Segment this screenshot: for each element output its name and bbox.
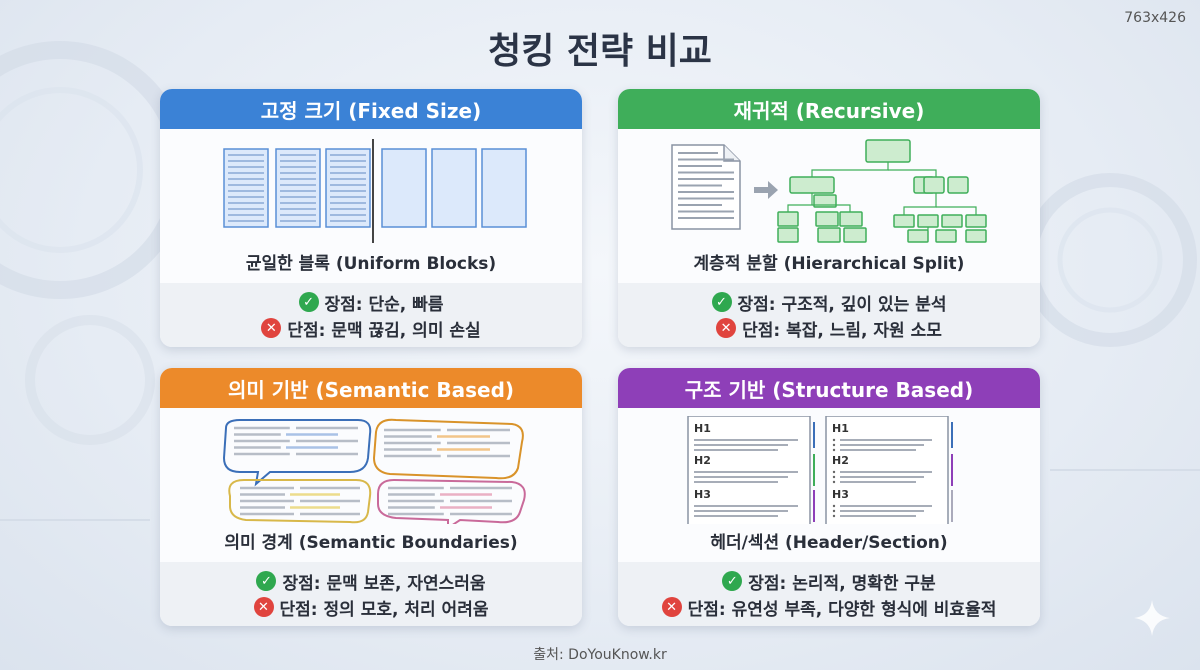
card-subtitle: 균일한 블록 (Uniform Blocks) xyxy=(245,254,497,274)
heading-label-h1: H1 xyxy=(694,422,711,435)
uniform-blocks-illustration xyxy=(223,139,527,243)
bullet xyxy=(832,448,836,452)
block xyxy=(481,148,527,228)
con-line: ✕단점: 문맥 끊김, 의미 손실 xyxy=(160,315,582,341)
card-structure-based: 구조 기반 (Structure Based) H1 H2 H3 H1 H2 H… xyxy=(618,368,1040,626)
heading-label-h2: H2 xyxy=(694,454,711,467)
pro-text: 장점: 논리적, 명확한 구분 xyxy=(748,573,936,594)
con-line: ✕단점: 복잡, 느림, 자원 소모 xyxy=(618,315,1040,341)
heading-label-h3: H3 xyxy=(694,488,711,501)
card-header: 재귀적 (Recursive) xyxy=(618,89,1040,129)
con-line: ✕단점: 정의 모호, 처리 어려움 xyxy=(160,594,582,620)
check-icon: ✓ xyxy=(711,292,732,312)
bullet xyxy=(832,480,836,484)
pro-line: ✓장점: 구조적, 깊이 있는 분석 xyxy=(618,289,1040,315)
pro-line: ✓장점: 논리적, 명확한 구분 xyxy=(618,568,1040,594)
bullet xyxy=(832,438,836,442)
pro-text: 장점: 단순, 빠름 xyxy=(324,294,444,315)
pros-cons: ✓장점: 문맥 보존, 자연스러움 ✕단점: 정의 모호, 처리 어려움 xyxy=(160,562,582,626)
pro-text: 장점: 구조적, 깊이 있는 분석 xyxy=(737,294,947,315)
cross-icon: ✕ xyxy=(261,318,282,338)
card-header: 고정 크기 (Fixed Size) xyxy=(160,89,582,129)
con-text: 단점: 유연성 부족, 다양한 형식에 비효율적 xyxy=(687,599,997,620)
card-header: 의미 기반 (Semantic Based) xyxy=(160,368,582,408)
block xyxy=(431,148,477,228)
cross-icon: ✕ xyxy=(661,597,682,617)
pros-cons: ✓장점: 단순, 빠름 ✕단점: 문맥 끊김, 의미 손실 xyxy=(160,283,582,347)
con-text: 단점: 문맥 끊김, 의미 손실 xyxy=(287,320,481,341)
block xyxy=(223,148,269,228)
cross-icon: ✕ xyxy=(253,597,274,617)
pro-line: ✓장점: 문맥 보존, 자연스러움 xyxy=(160,568,582,594)
con-line: ✕단점: 유연성 부족, 다양한 형식에 비효율적 xyxy=(618,594,1040,620)
bullet xyxy=(832,514,836,518)
pro-text: 장점: 문맥 보존, 자연스러움 xyxy=(282,573,486,594)
bullet xyxy=(832,475,836,479)
pro-line: ✓장점: 단순, 빠름 xyxy=(160,289,582,315)
heading-label-h2: H2 xyxy=(832,454,849,467)
bullet xyxy=(832,509,836,513)
header-section-illustration: H1 H2 H3 H1 H2 H3 xyxy=(687,416,953,524)
image-size-label: 763x426 xyxy=(1124,10,1186,26)
sparkle-icon xyxy=(1134,600,1170,636)
card-subtitle: 의미 경계 (Semantic Boundaries) xyxy=(224,533,518,553)
page-title: 청킹 전략 비교 xyxy=(488,31,712,72)
semantic-boundaries-illustration xyxy=(222,418,526,524)
cross-icon: ✕ xyxy=(716,318,737,338)
bullet xyxy=(832,443,836,447)
con-text: 단점: 복잡, 느림, 자원 소모 xyxy=(742,320,942,341)
check-icon: ✓ xyxy=(256,571,277,591)
heading-label-h3: H3 xyxy=(832,488,849,501)
card-header: 구조 기반 (Structure Based) xyxy=(618,368,1040,408)
heading-label-h1: H1 xyxy=(832,422,849,435)
bullet xyxy=(832,504,836,508)
pros-cons: ✓장점: 구조적, 깊이 있는 분석 ✕단점: 복잡, 느림, 자원 소모 xyxy=(618,283,1040,347)
card-subtitle: 계층적 분할 (Hierarchical Split) xyxy=(693,254,965,274)
source-credit: 출처: DoYouKnow.kr xyxy=(533,647,667,663)
block xyxy=(275,148,321,228)
block xyxy=(381,148,427,228)
card-subtitle: 헤더/섹션 (Header/Section) xyxy=(710,533,948,553)
bullet xyxy=(832,470,836,474)
card-fixed-size: 고정 크기 (Fixed Size) 균일한 블록 (Uniform Block… xyxy=(160,89,582,347)
check-icon: ✓ xyxy=(722,571,743,591)
card-semantic-based: 의미 기반 (Semantic Based) 의미 경계 (Semantic B… xyxy=(160,368,582,626)
pros-cons: ✓장점: 논리적, 명확한 구분 ✕단점: 유연성 부족, 다양한 형식에 비효… xyxy=(618,562,1040,626)
check-icon: ✓ xyxy=(298,292,319,312)
con-text: 단점: 정의 모호, 처리 어려움 xyxy=(279,599,489,620)
card-recursive: 재귀적 (Recursive) xyxy=(618,89,1040,347)
block xyxy=(325,148,371,228)
hierarchical-split-illustration xyxy=(671,139,987,243)
